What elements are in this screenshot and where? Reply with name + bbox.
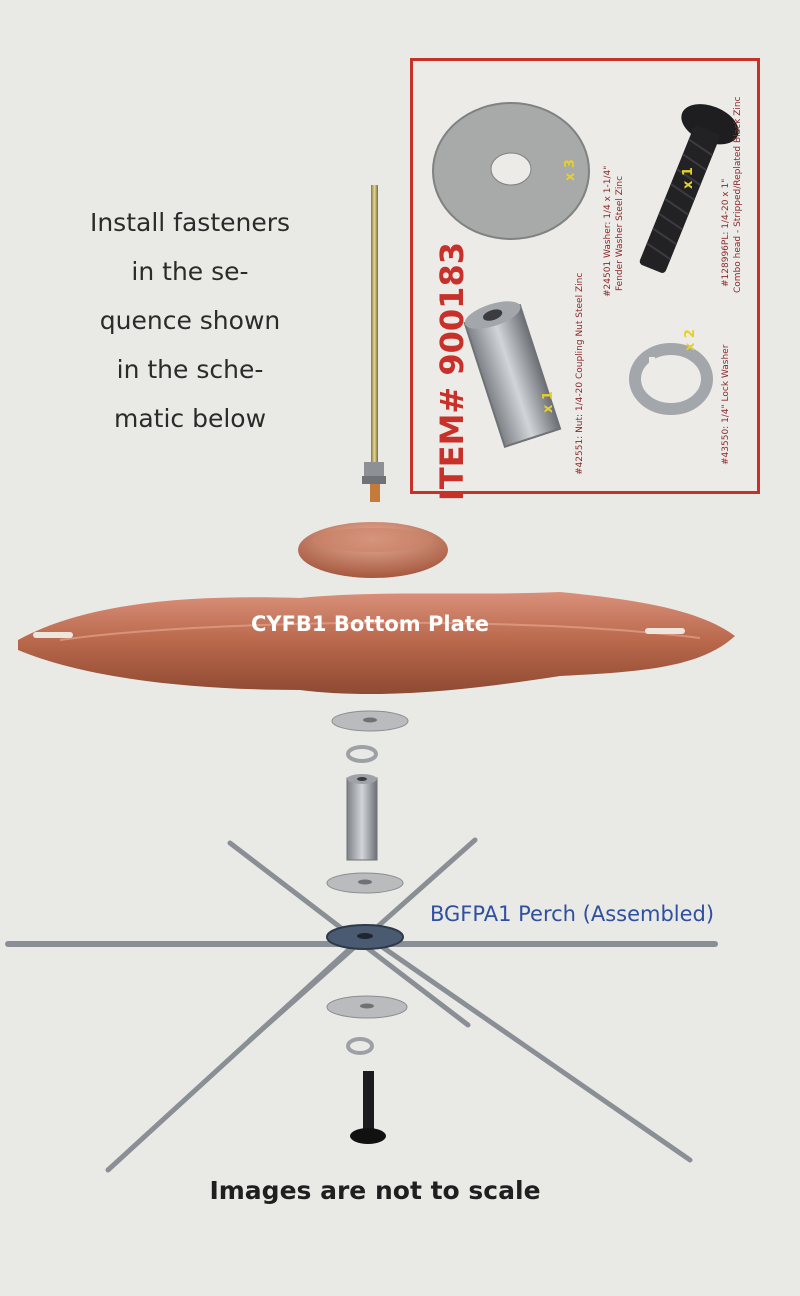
- caption-bolt-1: #128996PL: 1/4-20 x 1": [721, 178, 731, 287]
- perch-assembly: [5, 837, 718, 1173]
- fender-washer-bottom: [326, 995, 408, 1019]
- instruction-line: Install fasteners: [89, 208, 291, 237]
- coupling-nut-icon: [463, 301, 562, 448]
- item-number: ITEM# 900183: [433, 242, 471, 501]
- coupling-nut: [346, 774, 378, 861]
- lock-washer-top: [346, 745, 378, 763]
- qty-lock-washer: x 2: [683, 329, 698, 351]
- caption-bolt-2: Combo head - Stripped/Replated Black Zin…: [733, 96, 743, 293]
- copper-dome: [298, 522, 448, 578]
- instruction-line: matic below: [113, 404, 267, 433]
- threaded-rod: [362, 185, 386, 502]
- qty-bolt: x 1: [681, 167, 696, 189]
- fender-washer-icon: [432, 102, 590, 240]
- caption-coupling-nut: #42551: Nut: 1/4-20 Coupling Nut Steel Z…: [575, 272, 585, 475]
- bottom-plate: [18, 592, 735, 695]
- item-parts-box: ITEM# 900183 x 3 x 1 x 1 x 2 #24501 Wash…: [410, 58, 760, 501]
- caption-lock-washer: #43550: 1/4" Lock Washer: [721, 344, 731, 465]
- instructions-text: Install fasteners in the se- quence show…: [60, 198, 320, 443]
- bottom-plate-label: CYFB1 Bottom Plate: [250, 612, 490, 636]
- lock-washer-bottom: [346, 1037, 374, 1055]
- bolt-icon: [639, 104, 739, 273]
- perch-label: BGFPA1 Perch (Assembled): [430, 902, 715, 926]
- qty-fender-washer: x 3: [563, 159, 578, 181]
- instruction-line: in the se-: [131, 257, 249, 286]
- parts-illustrations: [432, 102, 739, 448]
- fender-washer-top: [331, 710, 409, 732]
- qty-coupling-nut: x 1: [541, 391, 556, 413]
- instruction-line: quence shown: [99, 306, 281, 335]
- instruction-line: in the sche-: [116, 355, 264, 384]
- lock-washer-icon: [629, 343, 713, 415]
- combo-head-bolt: [350, 1071, 386, 1144]
- fender-washer-middle: [326, 872, 404, 894]
- caption-fender-washer-1: #24501 Washer: 1/4 x 1-1/4": [603, 165, 613, 297]
- caption-fender-washer-2: Fender Washer Steel Zinc: [615, 175, 625, 291]
- scale-note: Images are not to scale: [209, 1176, 541, 1205]
